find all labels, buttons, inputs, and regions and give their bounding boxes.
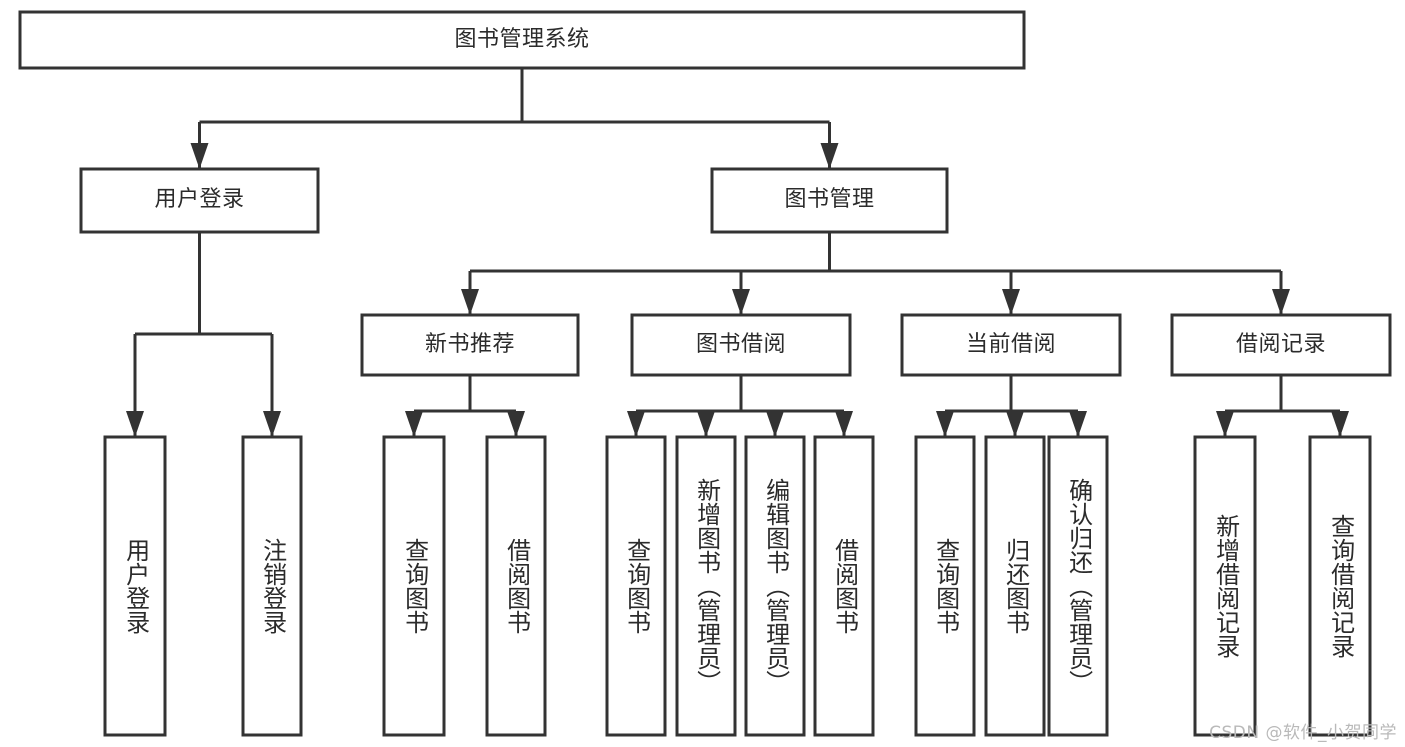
arrow-head-icon-leaf-borrow-book-rec (507, 411, 525, 437)
arrow-head-icon-current-borrow (1002, 289, 1020, 315)
node-box-root[interactable] (18, 10, 1026, 70)
node-box-book-manage[interactable] (710, 167, 949, 234)
node-box-leaf-confirm-return-admin[interactable] (1047, 435, 1109, 737)
arrow-head-icon-leaf-query-book-rec (405, 411, 423, 437)
connector-group (126, 68, 1349, 437)
node-box-leaf-user-login[interactable] (103, 435, 167, 737)
arrow-head-icon-book-borrow (732, 289, 750, 315)
node-box-leaf-query-book-borrow[interactable] (605, 435, 667, 737)
node-leaf-query-book-cur[interactable] (916, 437, 974, 735)
node-book-borrow[interactable] (632, 315, 850, 375)
node-box-book-borrow[interactable] (630, 313, 852, 377)
node-leaf-add-book-admin[interactable] (677, 437, 735, 735)
arrow-head-icon-leaf-confirm-return-admin (1069, 411, 1087, 437)
node-box-leaf-add-borrow-record[interactable] (1193, 435, 1257, 737)
node-box-leaf-user-logout[interactable] (241, 435, 303, 737)
node-leaf-query-book-borrow[interactable] (607, 437, 665, 735)
node-box-leaf-borrow-book[interactable] (813, 435, 875, 737)
node-box-leaf-query-borrow-record[interactable] (1308, 435, 1372, 737)
node-borrow-record[interactable] (1172, 315, 1390, 375)
node-box-borrow-record[interactable] (1170, 313, 1392, 377)
node-leaf-user-login[interactable] (105, 437, 165, 735)
node-box-leaf-query-book-cur[interactable] (914, 435, 976, 737)
node-box-leaf-edit-book-admin[interactable] (744, 435, 806, 737)
node-leaf-confirm-return-admin[interactable] (1049, 437, 1107, 735)
arrow-head-icon-user-login (190, 143, 209, 169)
arrow-head-icon-leaf-return-book (1006, 411, 1024, 437)
node-box-leaf-return-book[interactable] (984, 435, 1046, 737)
arrow-head-icon-leaf-query-book-borrow (627, 411, 645, 437)
node-leaf-return-book[interactable] (986, 437, 1044, 735)
arrow-head-icon-leaf-query-book-cur (936, 411, 954, 437)
arrow-head-icon-leaf-user-login (126, 411, 144, 437)
node-leaf-user-logout[interactable] (243, 437, 301, 735)
arrow-head-icon-leaf-user-logout (263, 411, 281, 437)
arrow-head-icon-leaf-borrow-book (835, 411, 853, 437)
node-box-leaf-query-book-rec[interactable] (382, 435, 446, 737)
node-box-leaf-borrow-book-rec[interactable] (485, 435, 547, 737)
node-leaf-add-borrow-record[interactable] (1195, 437, 1255, 735)
node-user-login[interactable] (81, 169, 318, 232)
arrow-head-icon-book-manage (820, 143, 839, 169)
node-box-user-login[interactable] (79, 167, 320, 234)
arrow-head-icon-leaf-add-book-admin (697, 411, 715, 437)
node-leaf-borrow-book-rec[interactable] (487, 437, 545, 735)
node-box-new-book-recommend[interactable] (360, 313, 580, 377)
arrow-head-icon-borrow-record (1272, 289, 1290, 315)
node-current-borrow[interactable] (902, 315, 1120, 375)
node-leaf-query-book-rec[interactable] (384, 437, 444, 735)
arrow-head-icon-leaf-edit-book-admin (766, 411, 784, 437)
node-leaf-query-borrow-record[interactable] (1310, 437, 1370, 735)
node-new-book-recommend[interactable] (362, 315, 578, 375)
node-leaf-borrow-book[interactable] (815, 437, 873, 735)
arrow-head-icon-leaf-add-borrow-record (1216, 411, 1234, 437)
arrow-head-icon-leaf-query-borrow-record (1331, 411, 1349, 437)
node-box-group (18, 10, 1392, 737)
node-book-manage[interactable] (712, 169, 947, 232)
node-box-leaf-add-book-admin[interactable] (675, 435, 737, 737)
node-box-current-borrow[interactable] (900, 313, 1122, 377)
arrow-head-icon-new-book-recommend (461, 289, 479, 315)
node-leaf-edit-book-admin[interactable] (746, 437, 804, 735)
node-root[interactable] (20, 12, 1024, 68)
